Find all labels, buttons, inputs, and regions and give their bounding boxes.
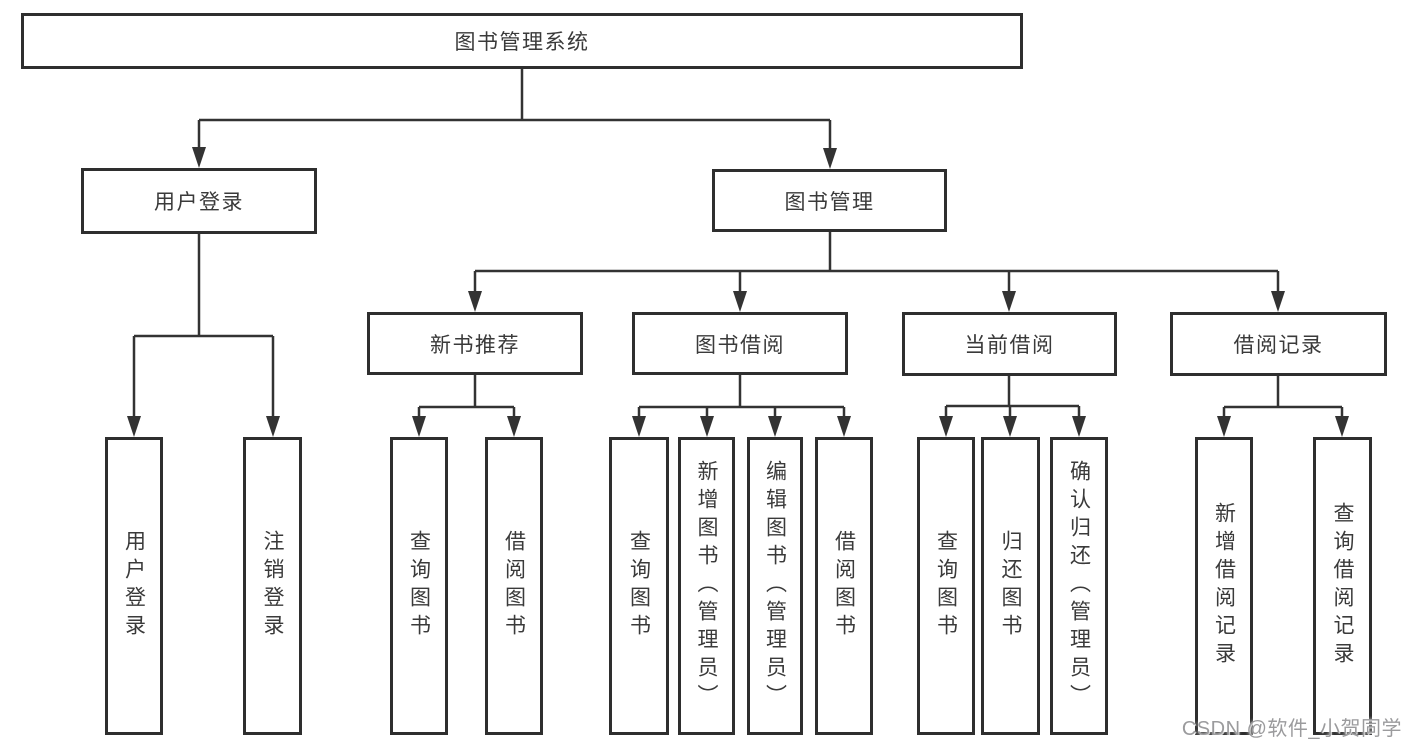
leaf-records-add-record: 新增借阅记录 <box>1195 437 1253 735</box>
leaf-borrow-add-books-admin: 新增图书（管理员） <box>678 437 735 735</box>
connector-login-to-leaves <box>127 234 280 437</box>
csdn-watermark: CSDN @软件_小贺同学 <box>1181 718 1402 740</box>
connector-borrow-to-leaves <box>632 375 851 437</box>
leaf-current-query-books: 查询图书 <box>917 437 975 735</box>
node-library-management-system: 图书管理系统 <box>21 13 1023 69</box>
connector-root-to-level2 <box>192 69 837 169</box>
leaf-logout: 注销登录 <box>243 437 302 735</box>
leaf-newrec-query-books: 查询图书 <box>390 437 448 735</box>
node-book-borrowing: 图书借阅 <box>632 312 848 375</box>
connector-current-to-leaves <box>939 376 1086 437</box>
leaf-current-confirm-return-admin: 确认归还（管理员） <box>1050 437 1108 735</box>
node-new-book-recommend: 新书推荐 <box>367 312 583 375</box>
leaf-borrow-edit-books-admin: 编辑图书（管理员） <box>747 437 803 735</box>
connector-newrec-to-leaves <box>412 375 521 437</box>
leaf-records-query-record: 查询借阅记录 <box>1313 437 1372 735</box>
node-user-login: 用户登录 <box>81 168 317 234</box>
leaf-user-login: 用户登录 <box>105 437 163 735</box>
node-current-borrowing: 当前借阅 <box>902 312 1117 376</box>
connector-mgmt-to-level3 <box>468 232 1285 312</box>
leaf-borrow-query-books: 查询图书 <box>609 437 669 735</box>
connector-records-to-leaves <box>1217 376 1349 437</box>
leaf-current-return-books: 归还图书 <box>981 437 1040 735</box>
node-borrowing-records: 借阅记录 <box>1170 312 1387 376</box>
node-book-management: 图书管理 <box>712 169 947 232</box>
leaf-newrec-borrow-books: 借阅图书 <box>485 437 543 735</box>
leaf-borrow-borrow-books: 借阅图书 <box>815 437 873 735</box>
